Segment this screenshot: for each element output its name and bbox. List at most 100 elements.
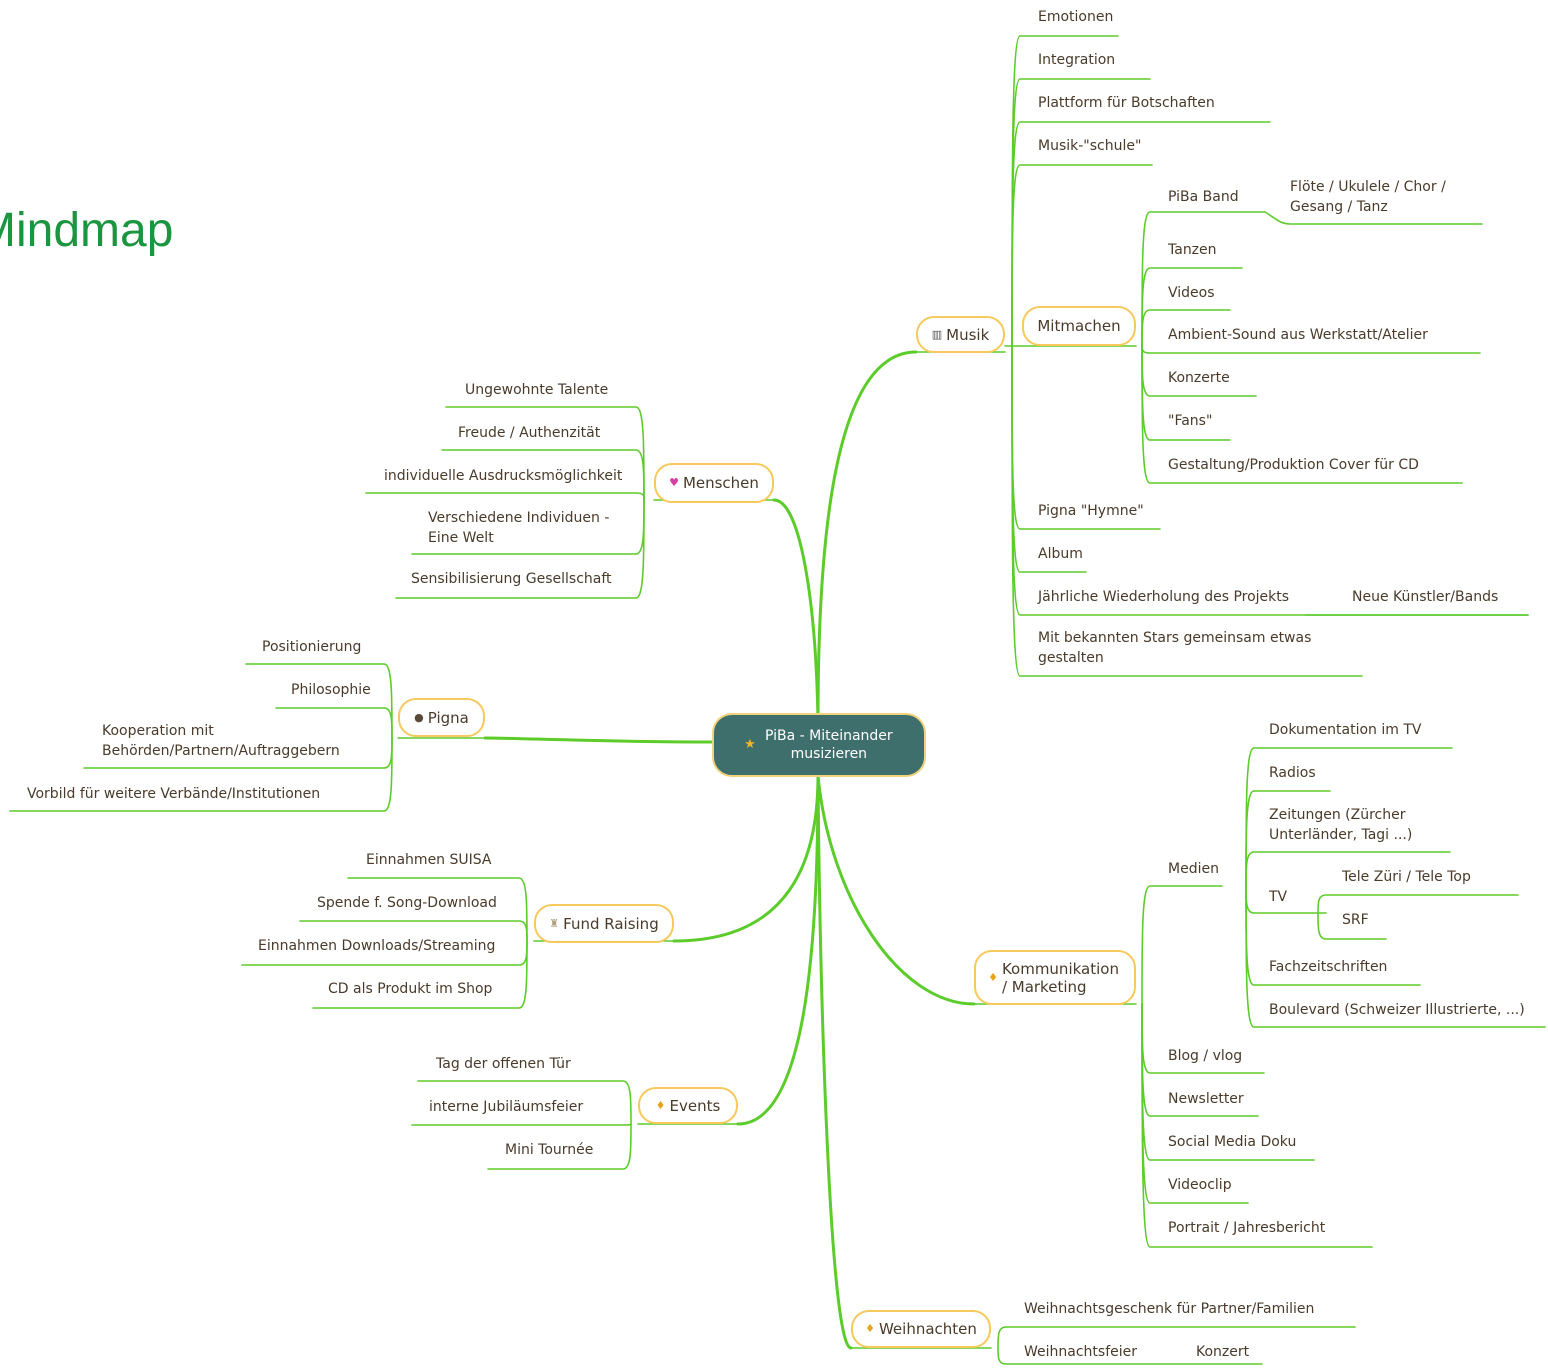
link-mitmachen-6 (1141, 344, 1463, 484)
link-kommunikation-5 (1141, 1003, 1373, 1248)
branch-pigna[interactable]: ● Pigna (398, 698, 485, 737)
node-weihnachtsfeier[interactable]: Weihnachtsfeier (1024, 1344, 1138, 1360)
lightbulb-icon: ♦ (988, 970, 998, 984)
link-musik-0 (1011, 35, 1119, 351)
node-musikschule[interactable]: Musik-"schule" (1038, 138, 1142, 154)
node-kooperation[interactable]: Kooperation mit Behörden/Partnern/Auftra… (102, 723, 340, 759)
node-cover[interactable]: Gestaltung/Produktion Cover für CD (1168, 457, 1419, 473)
node-videos[interactable]: Videos (1168, 285, 1215, 301)
node-blog[interactable]: Blog / vlog (1168, 1048, 1243, 1064)
link-root-fund (672, 774, 820, 943)
node-integration[interactable]: Integration (1038, 52, 1116, 68)
root-node[interactable]: ★ PiBa - Miteinander musizieren (712, 713, 926, 777)
branch-events-label: Events (669, 1096, 721, 1115)
node-downloads[interactable]: Einnahmen Downloads/Streaming (258, 938, 496, 954)
node-tag-offene-tuer[interactable]: Tag der offenen Tür (436, 1056, 571, 1072)
node-band-instrumente[interactable]: Flöte / Ukulele / Chor / Gesang / Tanz (1290, 179, 1446, 215)
node-tv[interactable]: TV (1269, 889, 1288, 905)
link-tv-1 (1317, 912, 1387, 940)
node-konzerte[interactable]: Konzerte (1168, 370, 1230, 386)
branch-musik[interactable]: ▥ Musik (916, 316, 1005, 353)
node-pigna-hymne[interactable]: Pigna "Hymne" (1038, 503, 1144, 519)
node-fans[interactable]: "Fans" (1168, 413, 1213, 429)
link-medien-5 (1245, 885, 1546, 1028)
node-positionierung[interactable]: Positionierung (262, 639, 362, 655)
node-doku-tv[interactable]: Dokumentation im TV (1269, 722, 1422, 738)
link-root-events (736, 776, 820, 1126)
branch-weihnachten[interactable]: ♦ Weihnachten (851, 1310, 991, 1348)
link-root-menschen (772, 498, 820, 724)
node-individuen[interactable]: Verschiedene Individuen - Eine Welt (428, 510, 610, 546)
node-jubilaeum[interactable]: interne Jubiläumsfeier (429, 1099, 584, 1115)
node-radios[interactable]: Radios (1269, 765, 1316, 781)
node-konzert[interactable]: Konzert (1196, 1344, 1250, 1360)
link-events-2 (487, 1123, 632, 1170)
node-piba-band[interactable]: PiBa Band (1168, 189, 1239, 205)
link-fund-3 (312, 940, 528, 1009)
coin-stack-icon: ♜ (549, 916, 560, 930)
lightbulb-icon: ♦ (655, 1098, 666, 1112)
node-newsletter[interactable]: Newsletter (1168, 1091, 1244, 1107)
node-medien[interactable]: Medien (1168, 861, 1219, 877)
link-tv-0 (1317, 894, 1519, 914)
branch-fund-raising[interactable]: ♜ Fund Raising (534, 904, 674, 943)
link-menschen-4 (395, 499, 645, 599)
node-neue-kuenstler[interactable]: Neue Künstler/Bands (1352, 589, 1499, 605)
node-weihnachtsgeschenk[interactable]: Weihnachtsgeschenk für Partner/Familien (1024, 1301, 1315, 1317)
node-bekannte-stars[interactable]: Mit bekannten Stars gemeinsam etwas gest… (1038, 630, 1312, 666)
branch-kommunikation[interactable]: ♦ Kommunikation / Marketing (974, 950, 1136, 1005)
node-talente[interactable]: Ungewohnte Talente (465, 382, 609, 398)
node-videoclip[interactable]: Videoclip (1168, 1177, 1232, 1193)
branch-kommunikation-label: Kommunikation / Marketing (1001, 959, 1119, 996)
node-mitmachen[interactable]: Mitmachen (1022, 306, 1136, 346)
node-portrait[interactable]: Portrait / Jahresbericht (1168, 1220, 1326, 1236)
node-sensibilisierung[interactable]: Sensibilisierung Gesellschaft (411, 571, 612, 587)
node-jaehrliche-wiederholung[interactable]: Jährliche Wiederholung des Projekts (1038, 589, 1290, 605)
star-icon: ★ (744, 737, 756, 752)
branch-menschen[interactable]: ♥ Menschen (654, 463, 774, 503)
node-philosophie[interactable]: Philosophie (291, 682, 371, 698)
link-pigna-1 (275, 707, 393, 739)
branch-pigna-label: Pigna (427, 708, 469, 727)
branch-menschen-label: Menschen (682, 474, 759, 492)
branch-events[interactable]: ♦ Events (638, 1087, 738, 1124)
page-title: Mindmap (0, 204, 174, 257)
link-events-1 (411, 1123, 632, 1126)
node-album[interactable]: Album (1038, 546, 1083, 562)
link-menschen-2 (365, 492, 645, 501)
link-weihnachten-0 (997, 1326, 1356, 1349)
node-plattform[interactable]: Plattform für Botschaften (1038, 95, 1215, 111)
node-vorbild[interactable]: Vorbild für weitere Verbände/Institution… (27, 786, 321, 802)
link-root-musik (816, 350, 918, 722)
link-menschen-0 (445, 406, 645, 501)
node-ambient[interactable]: Ambient-Sound aus Werkstatt/Atelier (1168, 327, 1428, 343)
node-cd-produkt[interactable]: CD als Produkt im Shop (328, 981, 493, 997)
link-pigna-3 (9, 737, 393, 812)
link-musik-3 (1011, 164, 1153, 351)
branch-weihnachten-label: Weihnachten (878, 1320, 977, 1338)
link-band-detail (1264, 211, 1483, 225)
node-freude[interactable]: Freude / Authenzität (458, 425, 601, 441)
node-zeitungen[interactable]: Zeitungen (Zürcher Unterländer, Tagi ...… (1269, 807, 1413, 843)
node-ausdruck[interactable]: individuelle Ausdrucksmöglichkeit (384, 468, 623, 484)
mitmachen-label: Mitmachen (1037, 317, 1121, 335)
pine-cone-icon: ● (414, 710, 424, 724)
node-boulevard[interactable]: Boulevard (Schweizer Illustrierte, ...) (1269, 1002, 1525, 1018)
node-mini-tournee[interactable]: Mini Tournée (505, 1142, 594, 1158)
root-label: PiBa - Miteinander musizieren (764, 728, 893, 762)
node-social-media[interactable]: Social Media Doku (1168, 1134, 1297, 1150)
link-mitmachen-2 (1141, 309, 1231, 346)
audio-mixer-icon: ▥ (931, 327, 943, 341)
node-emotionen[interactable]: Emotionen (1038, 9, 1114, 25)
node-srf[interactable]: SRF (1342, 912, 1369, 928)
link-kommunikation-0 (1141, 885, 1223, 1005)
node-spende[interactable]: Spende f. Song-Download (317, 895, 497, 911)
link-root-kommunikation (816, 774, 976, 1006)
link-fund-1 (299, 920, 528, 942)
link-musik-7 (1011, 349, 1363, 677)
node-tele-zueri[interactable]: Tele Züri / Tele Top (1342, 869, 1471, 885)
node-fachzeitschriften[interactable]: Fachzeitschriften (1269, 959, 1388, 975)
node-tanzen[interactable]: Tanzen (1168, 242, 1217, 258)
node-suisa[interactable]: Einnahmen SUISA (366, 852, 492, 868)
